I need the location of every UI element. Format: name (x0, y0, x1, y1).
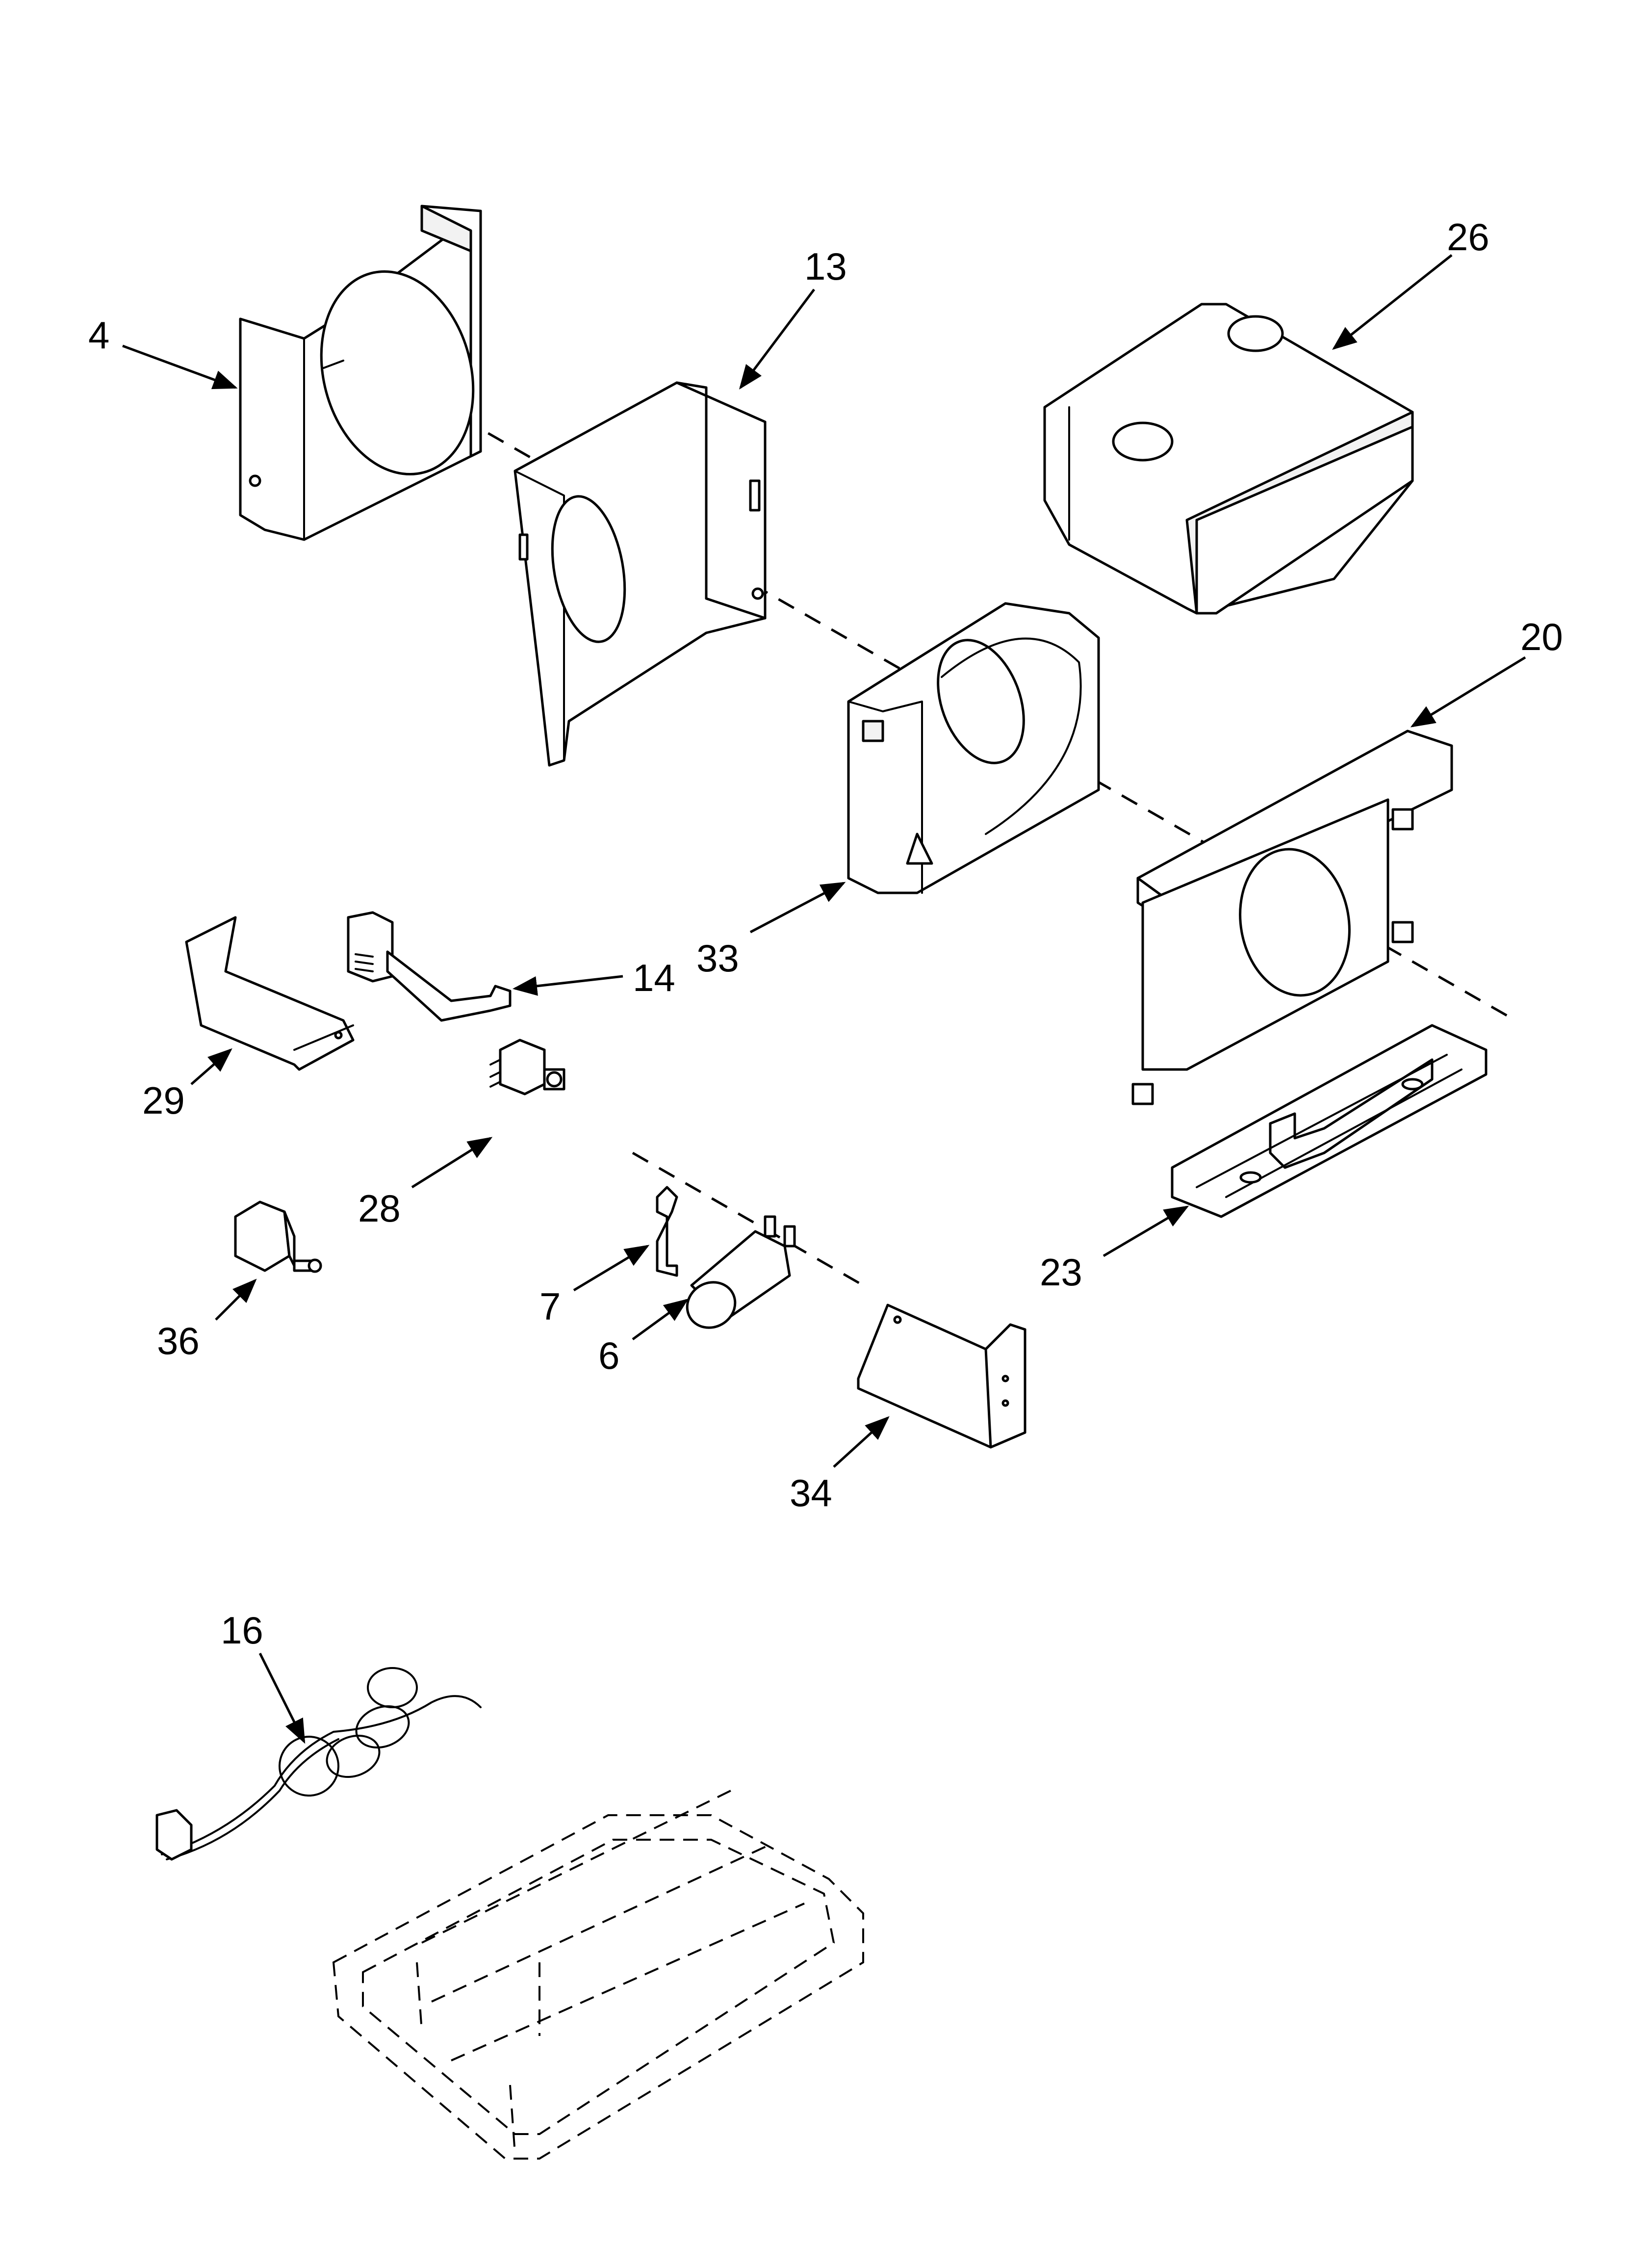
part-6-capacitor (686, 1215, 796, 1329)
leader-23 (1103, 1205, 1189, 1257)
part-36-selector-switch (234, 1200, 322, 1273)
part-28-rotary-switch (489, 1039, 565, 1095)
leader-28 (411, 1137, 493, 1189)
part-34-electrical-cover (857, 1303, 1026, 1449)
label-20: 20 (1520, 615, 1563, 658)
leader-20 (1410, 656, 1526, 728)
leader-29 (190, 1048, 232, 1085)
leader-lines (122, 254, 1526, 1744)
leader-6 (632, 1299, 689, 1341)
leader-33 (749, 882, 846, 934)
part-29-control-shield (185, 916, 355, 1071)
label-33: 33 (696, 937, 739, 980)
part-14-sensor-bracket (347, 911, 512, 1022)
label-36: 36 (157, 1319, 200, 1362)
label-6: 6 (598, 1334, 619, 1377)
part-33-blower-scroll (847, 602, 1100, 894)
label-13: 13 (804, 245, 847, 288)
leader-14 (513, 975, 623, 996)
label-29: 29 (142, 1079, 185, 1122)
leader-13 (739, 288, 815, 390)
leader-7 (573, 1245, 650, 1292)
leader-36 (215, 1278, 257, 1321)
part-7-capacitor-strap (656, 1186, 678, 1277)
label-16: 16 (221, 1609, 263, 1652)
part-16-power-cord (155, 1667, 482, 1861)
label-34: 34 (790, 1471, 832, 1514)
unit-base-outline (332, 1790, 864, 2160)
part-20-fan-orifice (1131, 730, 1453, 1105)
label-7: 7 (539, 1285, 561, 1328)
part-labels: 4 13 26 20 33 14 29 28 36 7 6 23 34 16 (88, 215, 1563, 1652)
leader-4 (122, 344, 238, 390)
part-13-orifice-panel (513, 381, 767, 767)
leader-34 (833, 1416, 890, 1468)
leader-26 (1332, 254, 1453, 350)
label-23: 23 (1040, 1251, 1082, 1294)
label-14: 14 (633, 956, 675, 999)
label-4: 4 (88, 313, 109, 357)
label-28: 28 (358, 1187, 401, 1230)
leader-16 (258, 1652, 306, 1744)
part-23-drain-pan (1171, 1024, 1488, 1218)
part-26-top-cover (1043, 303, 1414, 615)
part-4-fan-shroud (239, 205, 482, 541)
label-26: 26 (1447, 215, 1489, 259)
